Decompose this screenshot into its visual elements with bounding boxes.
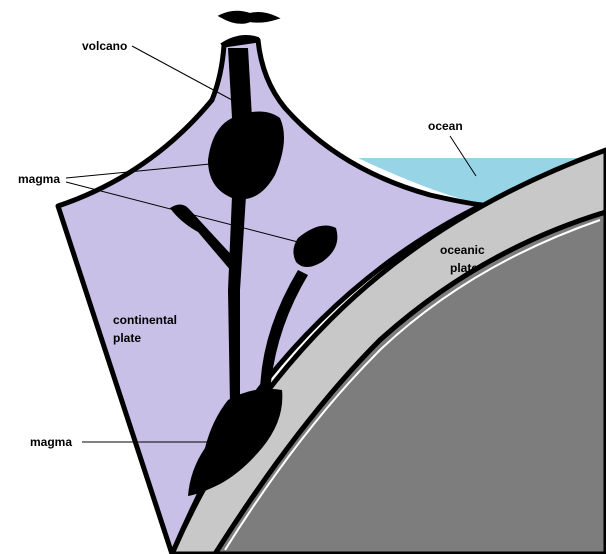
magma-conduit-upper [228, 48, 252, 118]
label-oceanic-plate-line1: oceanic [440, 243, 485, 257]
label-magma-lower: magma [30, 435, 72, 449]
label-oceanic-plate-line2: plate [450, 261, 478, 275]
label-magma-upper: magma [18, 172, 60, 186]
label-ocean: ocean [428, 119, 463, 133]
volcano-smoke [222, 13, 275, 22]
label-volcano: volcano [82, 39, 127, 53]
label-continental-plate-line1: continental [113, 313, 177, 327]
volcano-leader-line [132, 46, 232, 100]
label-continental-plate-line2: plate [113, 331, 141, 345]
